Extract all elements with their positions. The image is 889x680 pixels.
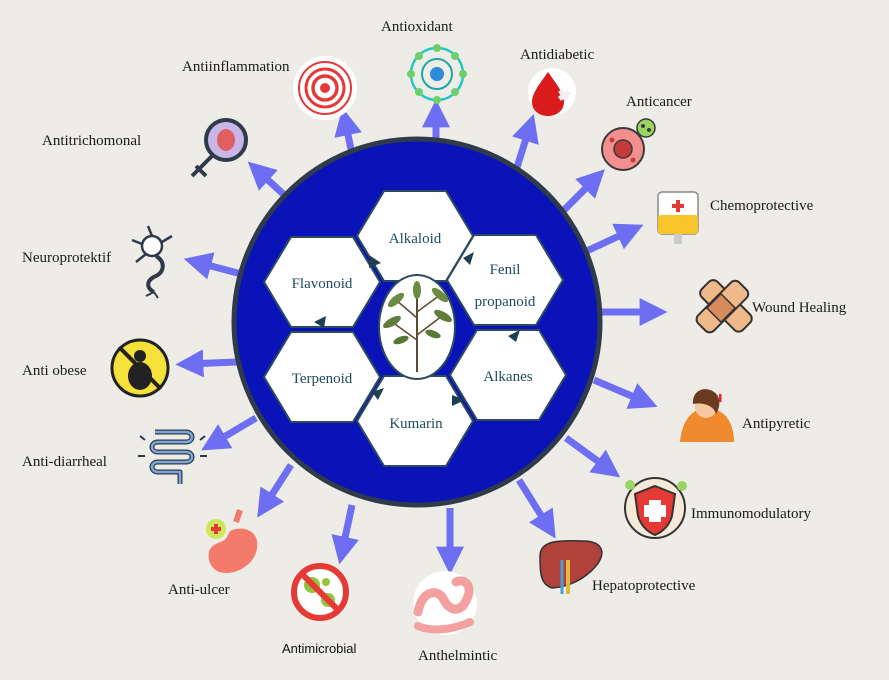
compound-propanoid: propanoid <box>475 294 536 310</box>
hex-flavonoid <box>262 236 382 328</box>
label-antidiabetic: Antidiabetic <box>520 47 594 63</box>
blood-drop-icon <box>528 68 576 116</box>
label-hepatoprotective: Hepatoprotective <box>592 578 696 594</box>
compound-alkaloid: Alkaloid <box>389 231 442 247</box>
neuron-icon <box>131 225 173 299</box>
compound-terpenoid: Terpenoid <box>292 371 353 387</box>
arrow-neuroprotektif <box>183 252 246 280</box>
label-antioxidant: Antioxidant <box>381 19 453 35</box>
label-anti-diarrheal: Anti-diarrheal <box>22 454 107 470</box>
molecule-icon <box>407 44 467 104</box>
hex-kumarin <box>355 375 475 467</box>
arrow-anti-obese <box>175 349 238 378</box>
arrow-anti-ulcer <box>257 463 294 518</box>
label-chemoprotective: Chemoprotective <box>710 198 814 214</box>
arrow-hepatoprotective <box>516 478 556 539</box>
worm-icon <box>413 571 477 635</box>
iv-bag-icon <box>657 191 699 244</box>
arrow-antipyretic <box>592 376 658 409</box>
no-microbe-icon <box>291 563 349 621</box>
compound-flavonoid: Flavonoid <box>292 276 353 292</box>
label-neuroprotektif: Neuroprotektif <box>22 250 111 266</box>
label-anti-ulcer: Anti-ulcer <box>168 582 230 598</box>
arrow-immunomodulatory <box>563 435 621 478</box>
label-antitrichomonal: Antitrichomonal <box>42 133 141 149</box>
liver-icon <box>539 539 603 594</box>
inflammation-target-icon <box>293 56 357 120</box>
cancer-cell-icon <box>601 118 656 171</box>
label-antiinflammation: Antiinflammation <box>182 59 290 75</box>
label-wound-healing: Wound Healing <box>752 300 847 316</box>
hexagon-group <box>262 190 568 467</box>
female-parasite-icon <box>190 118 248 178</box>
label-antipyretic: Antipyretic <box>742 416 811 432</box>
compound-alkanes: Alkanes <box>483 369 532 385</box>
arrow-anti-diarrheal <box>201 414 258 451</box>
label-antimicrobial: Antimicrobial <box>282 641 357 656</box>
hex-alkanes <box>448 329 568 421</box>
stomach-icon <box>206 509 258 574</box>
compound-kumarin: Kumarin <box>389 416 443 432</box>
arrow-antimicrobial <box>331 504 359 565</box>
label-anticancer: Anticancer <box>626 94 692 110</box>
bandage-icon <box>695 279 753 334</box>
hex-fenil-propanoid <box>445 234 565 326</box>
label-anthelmintic: Anthelmintic <box>418 648 497 664</box>
fever-woman-icon <box>680 389 734 442</box>
label-anti-obese: Anti obese <box>22 363 87 379</box>
label-immunomodulatory: Immunomodulatory <box>691 506 811 522</box>
arrow-group <box>175 99 668 575</box>
hex-terpenoid <box>262 331 382 423</box>
immune-shield-icon <box>624 477 687 539</box>
intestine-icon <box>138 429 207 484</box>
no-obesity-icon <box>110 338 170 398</box>
compound-fenil: Fenil <box>490 262 521 278</box>
plant-leaves-icon <box>383 281 452 372</box>
